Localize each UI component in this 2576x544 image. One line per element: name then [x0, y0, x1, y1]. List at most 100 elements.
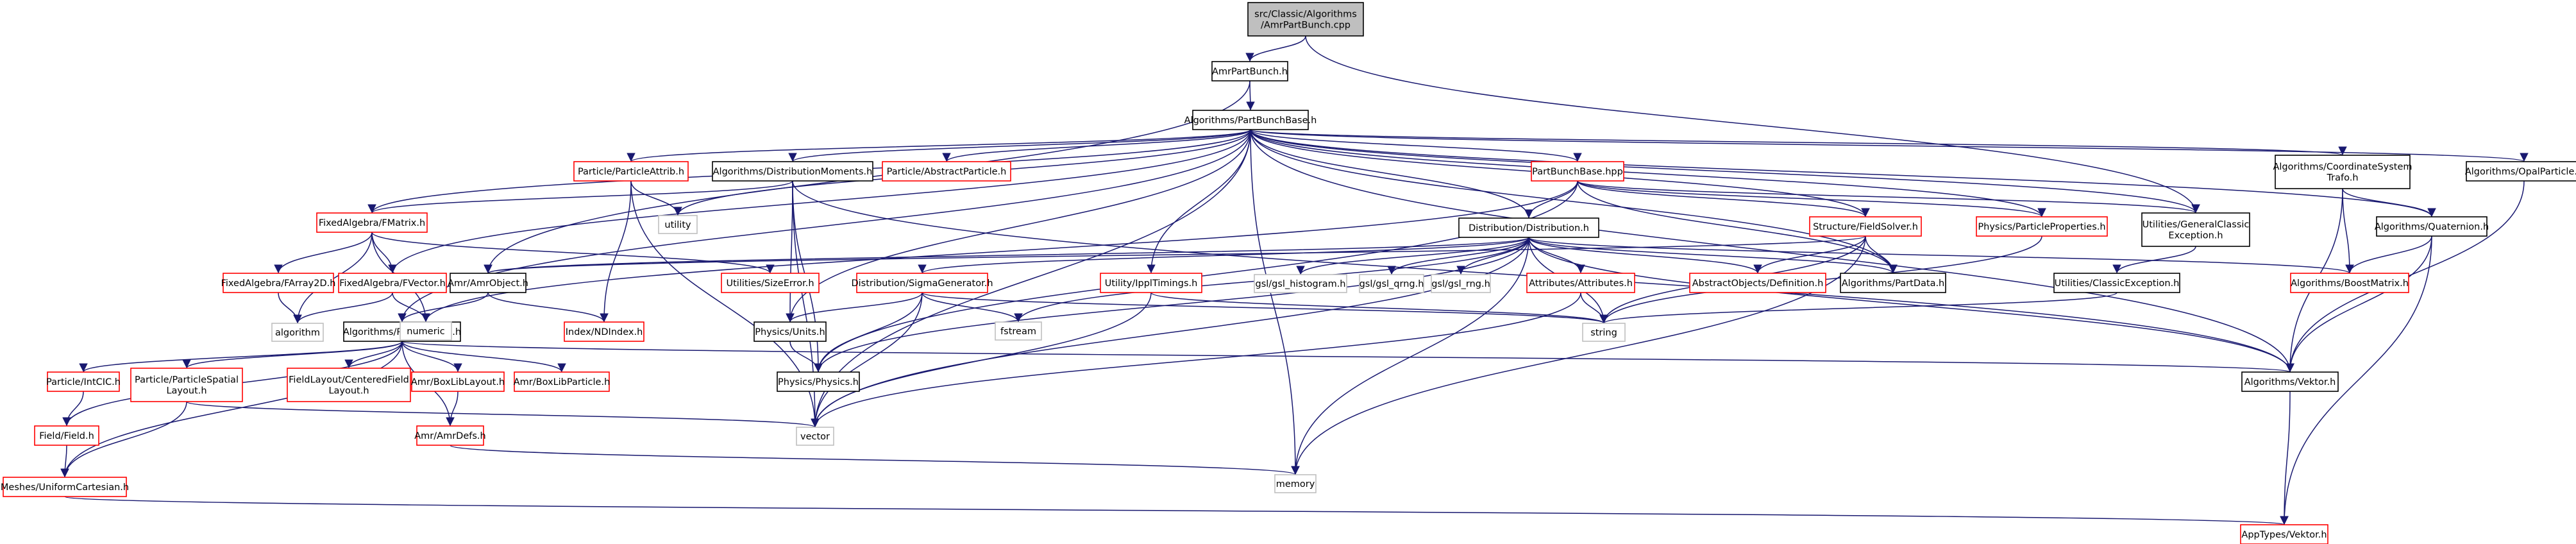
- node-box: [2466, 161, 2576, 182]
- node-label: Utilities/ClassicException.h: [2055, 278, 2180, 289]
- node-sizeerror[interactable]: Utilities/SizeError.h: [721, 273, 820, 293]
- node-amrboxliblayout[interactable]: Amr/BoxLibLayout.h: [411, 371, 505, 392]
- edge-root-to-genclassicexc: [1305, 35, 2200, 214]
- node-gslhist[interactable]: gsl/gsl_histogram.h: [1254, 274, 1347, 293]
- edge-distribution-to-amrobject: [484, 237, 1529, 274]
- node-amrobject[interactable]: Amr/AmrObject.h: [448, 273, 528, 293]
- node-opalparticle[interactable]: Algorithms/OpalParticle.h: [2465, 161, 2576, 182]
- edge-quaternion-to-vektor: [2286, 235, 2432, 373]
- edge-pbunchdefs-to-amrboxlibparticle: [401, 341, 566, 373]
- edge-amrobject-to-ndindex: [487, 292, 609, 323]
- node-label: Algorithms/DistributionMoments.h: [713, 167, 873, 177]
- node-fvector[interactable]: FixedAlgebra/FVector.h: [338, 273, 447, 293]
- edge-fmatrix-to-farray2d: [274, 232, 373, 274]
- node-label: Field/Field.h: [39, 431, 94, 441]
- node-abstractdef[interactable]: AbstractObjects/Definition.h: [1689, 273, 1826, 293]
- node-box: [1840, 273, 1946, 293]
- edge-classicexc-to-string: [1599, 292, 2117, 324]
- edge-partbunchbase-to-quaternion: [1250, 129, 2436, 217]
- node-attributes[interactable]: Attributes/Attributes.h: [1526, 273, 1635, 293]
- edge-pbunchdefs-to-partintcic: [79, 341, 403, 373]
- node-partintcic[interactable]: Particle/IntCIC.h: [46, 371, 121, 392]
- node-memory[interactable]: memory: [1274, 474, 1317, 493]
- node-label: /AmrPartBunch.cpp: [1261, 21, 1351, 31]
- node-sigmagen[interactable]: Distribution/SigmaGenerator.h: [851, 273, 993, 293]
- edge-partbunchbasehpp-to-physpartprop: [1577, 180, 2046, 217]
- node-partdata[interactable]: Algorithms/PartData.h: [1840, 273, 1946, 293]
- node-box: [3, 477, 127, 497]
- node-boostmatrix[interactable]: Algorithms/BoostMatrix.h: [2290, 273, 2409, 293]
- node-label: Algorithms/Vektor.h: [2244, 377, 2336, 387]
- node-string[interactable]: string: [1582, 323, 1626, 342]
- node-numeric[interactable]: numeric: [400, 321, 452, 341]
- node-label: AbstractObjects/Definition.h: [1692, 278, 1824, 289]
- node-distmoments[interactable]: Algorithms/DistributionMoments.h: [712, 161, 873, 182]
- node-box: [1689, 273, 1826, 293]
- node-partattrib[interactable]: Particle/ParticleAttrib.h: [573, 161, 689, 182]
- edge-partbunchbase-to-opalparticle: [1250, 129, 2528, 162]
- node-box: [411, 371, 505, 392]
- node-classicexc[interactable]: Utilities/ClassicException.h: [2053, 273, 2180, 293]
- node-box: [1359, 274, 1424, 293]
- node-fieldfield[interactable]: Field/Field.h: [34, 425, 99, 446]
- node-box: [777, 371, 860, 392]
- node-box: [1582, 323, 1626, 342]
- node-gslrng[interactable]: gsl/gsl_rng.h: [1431, 274, 1491, 293]
- edge-partbunchbasehpp-to-partdata: [1577, 180, 1898, 274]
- edge-partbunchbasehpp-to-distribution: [1524, 180, 1578, 219]
- node-utility[interactable]: utility: [658, 215, 698, 234]
- node-box: [2141, 212, 2250, 247]
- node-label: Algorithms/PartBunchBase.h: [1184, 115, 1317, 126]
- node-algorithm[interactable]: algorithm: [271, 323, 324, 342]
- node-label: Utilities/GeneralClassic: [2142, 220, 2250, 230]
- node-box: [338, 273, 447, 293]
- node-label: Amr/AmrDefs.h: [414, 431, 485, 441]
- node-vektor[interactable]: Algorithms/Vektor.h: [2241, 371, 2339, 392]
- edge-partbunchbase-to-physunits: [786, 129, 1251, 323]
- node-abstractparticle[interactable]: Particle/AbstractParticle.h: [882, 161, 1011, 182]
- node-gslqrng[interactable]: gsl/gsl_qrng.h: [1359, 274, 1424, 293]
- node-label: FixedAlgebra/FMatrix.h: [319, 218, 425, 228]
- node-box: [1254, 274, 1347, 293]
- node-partbunchbase[interactable]: Algorithms/PartBunchBase.h: [1184, 110, 1317, 130]
- node-vector[interactable]: vector: [796, 427, 834, 446]
- edge-fvector-to-numeric: [392, 292, 430, 323]
- node-fieldsolver[interactable]: Structure/FieldSolver.h: [1809, 216, 1922, 237]
- node-label: gsl/gsl_histogram.h: [1255, 279, 1345, 289]
- node-physphysics[interactable]: Physics/Physics.h: [777, 371, 860, 392]
- node-box: [1100, 273, 1202, 293]
- node-ndindex[interactable]: Index/NDIndex.h: [564, 321, 644, 342]
- node-box: [316, 212, 428, 233]
- node-physpartprop[interactable]: Physics/ParticleProperties.h: [1976, 216, 2108, 237]
- node-physunits[interactable]: Physics/Units.h: [753, 321, 827, 342]
- node-box: [1274, 474, 1317, 493]
- node-quaternion[interactable]: Algorithms/Quaternion.h: [2375, 216, 2489, 237]
- node-label: algorithm: [275, 328, 320, 338]
- node-ipplTimings[interactable]: Utility/IpplTimings.h: [1100, 273, 1202, 293]
- node-apptypesvektor[interactable]: AppTypes/Vektor.h: [2240, 524, 2328, 544]
- node-meshes[interactable]: Meshes/UniformCartesian.h: [1, 477, 129, 497]
- node-distribution[interactable]: Distribution/Distribution.h: [1458, 217, 1599, 238]
- edge-fieldsolver-to-partdata: [1865, 235, 1898, 274]
- node-label: Physics/Units.h: [755, 327, 825, 337]
- node-amrpartbunch[interactable]: AmrPartBunch.h: [1211, 61, 1288, 81]
- node-box: [47, 371, 120, 392]
- node-label: Amr/AmrObject.h: [448, 278, 528, 289]
- node-farray2d[interactable]: FixedAlgebra/FArray2D.h: [221, 273, 336, 293]
- node-box: [1431, 274, 1491, 293]
- node-root[interactable]: src/Classic/Algorithms/AmrPartBunch.cpp: [1247, 2, 1364, 37]
- edge-fvector-to-algorithm: [293, 292, 393, 324]
- node-partbunchbasehpp[interactable]: PartBunchBase.hpp: [1531, 161, 1624, 182]
- node-amrboxlibparticle[interactable]: Amr/BoxLibParticle.h: [514, 371, 610, 392]
- node-amrdefs[interactable]: Amr/AmrDefs.h: [414, 425, 486, 446]
- node-label: Amr/BoxLibParticle.h: [514, 377, 610, 387]
- node-box: [856, 273, 988, 293]
- node-fstream[interactable]: fstream: [995, 321, 1042, 341]
- node-label: Attributes/Attributes.h: [1529, 278, 1633, 289]
- node-fmatrix[interactable]: FixedAlgebra/FMatrix.h: [316, 212, 428, 233]
